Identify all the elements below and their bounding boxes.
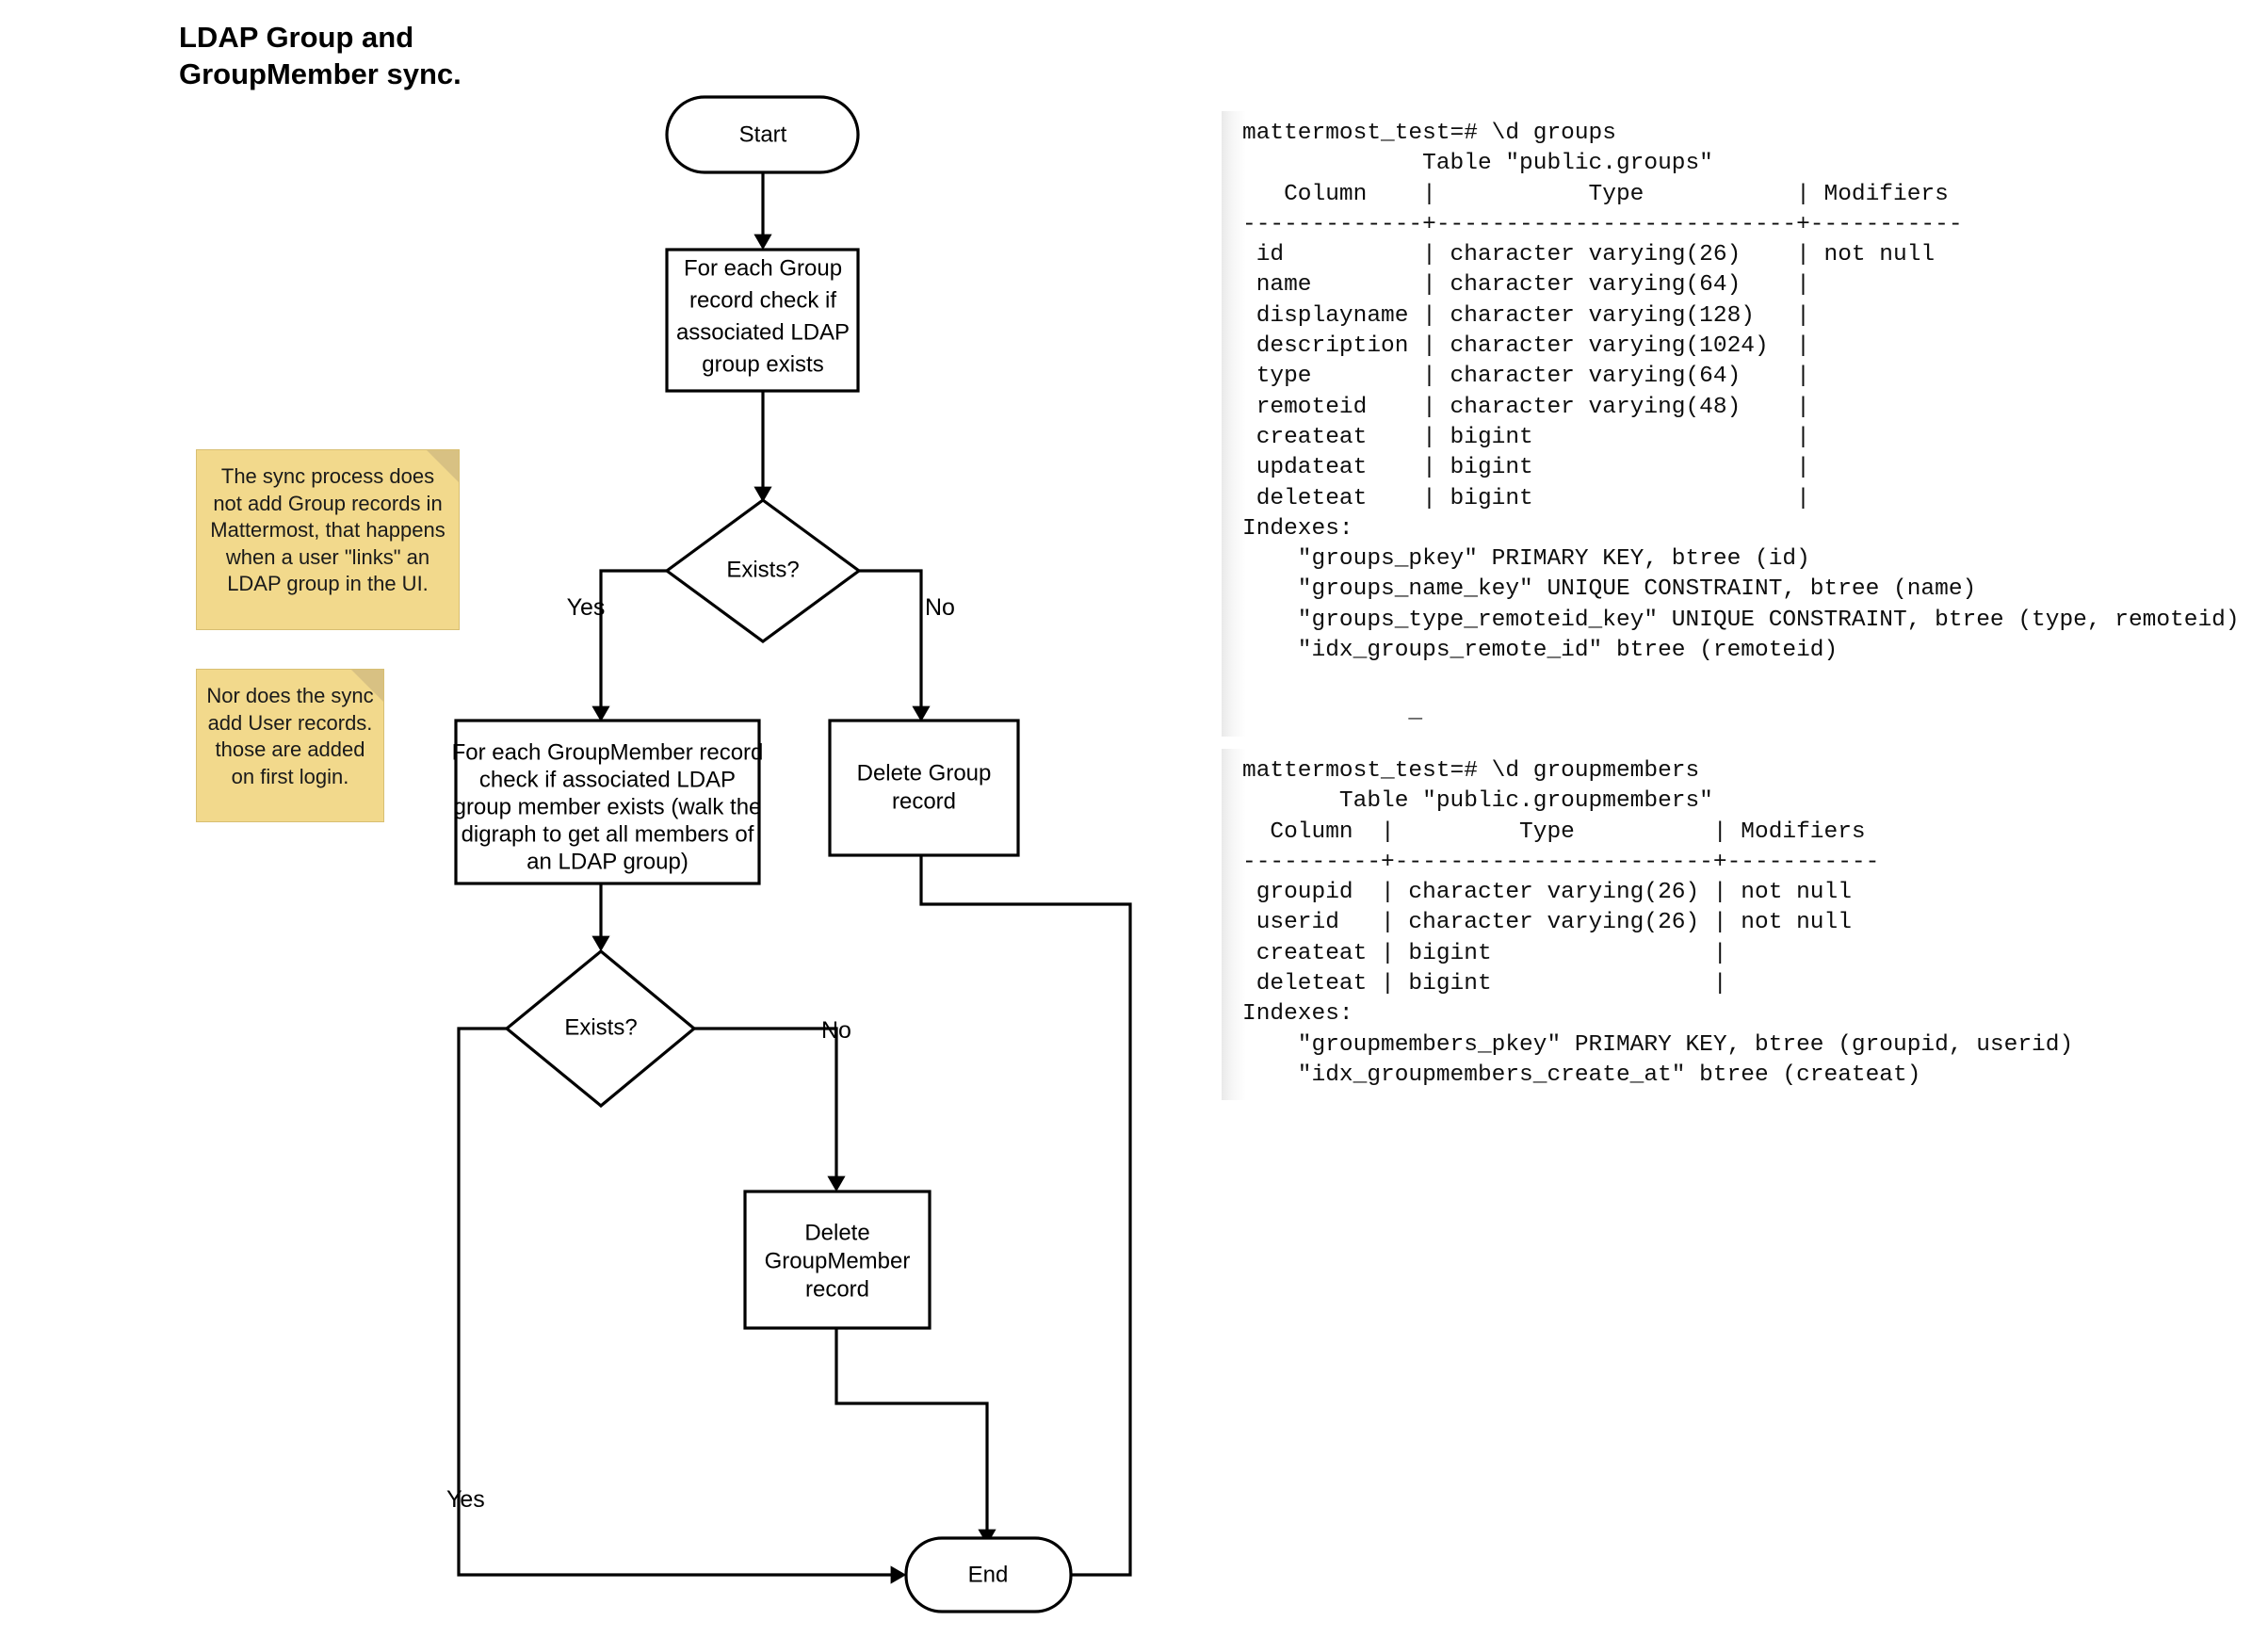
node-check-member-line-3: group member exists (walk the bbox=[454, 794, 762, 819]
node-end[interactable]: End bbox=[904, 1536, 1073, 1613]
edge-label-exists2-no: No bbox=[821, 1017, 851, 1044]
note-group-records-text: The sync process does not add Group reco… bbox=[210, 464, 446, 596]
node-check-member-line-2: check if associated LDAP bbox=[479, 767, 736, 792]
node-exists-decision-1[interactable]: Exists? bbox=[664, 498, 862, 643]
node-start[interactable]: Start bbox=[665, 95, 860, 174]
node-delete-member-line-2: GroupMember bbox=[765, 1248, 911, 1273]
node-check-group-line-1: For each Group bbox=[684, 255, 842, 281]
edge-label-exists1-no: No bbox=[925, 594, 955, 621]
node-check-group-line-3: associated LDAP bbox=[676, 319, 850, 345]
node-check-groupmember-record[interactable]: For each GroupMember record check if ass… bbox=[452, 719, 764, 885]
flowchart: Start For each Group record check if ass… bbox=[446, 95, 1132, 1613]
note-group-records: The sync process does not add Group reco… bbox=[196, 449, 460, 630]
terminal-groupmembers-table: mattermost_test=# \d groupmembers Table … bbox=[1222, 749, 2073, 1101]
node-delete-member-line-1: Delete bbox=[804, 1220, 869, 1245]
node-check-group-line-2: record check if bbox=[689, 287, 836, 313]
edge-exists2-no bbox=[694, 1027, 846, 1192]
note-user-records-text: Nor does the sync add User records. thos… bbox=[206, 684, 374, 788]
edge-exists1-yes bbox=[591, 569, 667, 722]
edge-label-exists2-yes: Yes bbox=[446, 1486, 485, 1513]
node-delete-group-record[interactable]: Delete Group record bbox=[828, 719, 1020, 857]
node-delete-group-line-2: record bbox=[892, 788, 956, 814]
node-exists2-label: Exists? bbox=[564, 1014, 637, 1040]
node-check-group-record[interactable]: For each Group record check if associate… bbox=[665, 248, 860, 393]
node-check-member-line-4: digraph to get all members of bbox=[462, 821, 754, 847]
edge-label-exists1-yes: Yes bbox=[567, 594, 606, 621]
node-start-label: Start bbox=[739, 122, 787, 147]
edge-exists2-yes bbox=[457, 1027, 907, 1584]
note-user-records: Nor does the sync add User records. thos… bbox=[196, 669, 384, 822]
node-exists-decision-2[interactable]: Exists? bbox=[504, 948, 697, 1109]
node-delete-groupmember-record[interactable]: Delete GroupMember record bbox=[743, 1190, 932, 1330]
node-exists1-label: Exists? bbox=[726, 557, 799, 582]
edge-delete-group-to-end bbox=[919, 855, 1132, 1584]
node-delete-group-line-1: Delete Group bbox=[857, 760, 992, 786]
edge-exists1-no bbox=[859, 569, 931, 722]
terminal-groups-table: mattermost_test=# \d groups Table "publi… bbox=[1222, 111, 2240, 737]
page-title: LDAP Group and GroupMember sync. bbox=[179, 21, 462, 91]
node-check-member-line-5: an LDAP group) bbox=[526, 849, 688, 874]
node-delete-member-line-3: record bbox=[805, 1276, 869, 1302]
node-end-label: End bbox=[968, 1562, 1009, 1587]
node-check-member-line-1: For each GroupMember record bbox=[452, 739, 764, 765]
edge-delete-member-to-end bbox=[834, 1321, 996, 1546]
node-check-group-line-4: group exists bbox=[702, 351, 823, 377]
